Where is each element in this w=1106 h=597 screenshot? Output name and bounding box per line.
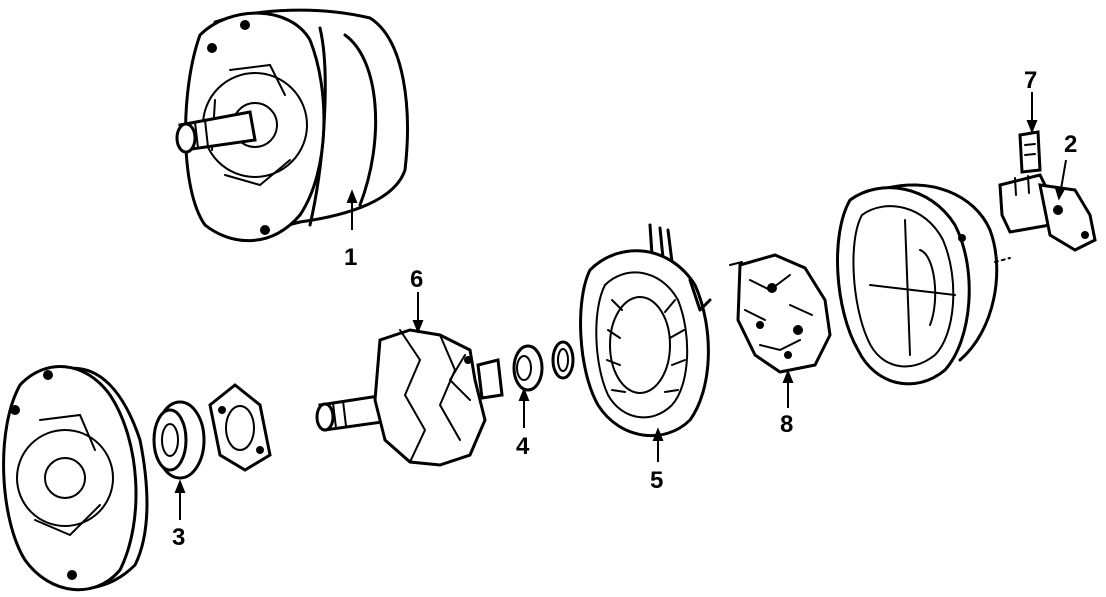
bearing-part-4: [512, 340, 575, 392]
bearing-retainer-plate: [208, 383, 272, 472]
callout-7: 7: [1024, 67, 1037, 94]
brush-holder-part-7: [1018, 130, 1042, 174]
callout-8: 8: [780, 411, 793, 438]
callout-2: 2: [1064, 131, 1077, 158]
stator-part-5: [579, 223, 712, 438]
callout-3: 3: [172, 524, 185, 551]
drive-end-housing-assembly: [175, 8, 409, 243]
callout-labels: 1 2 3 4 5 6 7 8: [172, 67, 1077, 551]
rectifier-part-8: [729, 253, 832, 374]
callout-1: 1: [344, 244, 357, 271]
slip-ring-end-housing: [2, 365, 149, 592]
callout-4: 4: [516, 433, 530, 460]
rotor-part-6: [315, 328, 504, 467]
callout-5: 5: [650, 467, 663, 494]
bearing-part-3: [152, 400, 206, 480]
voltage-regulator-part-2: [998, 173, 1097, 252]
callout-6: 6: [410, 266, 423, 293]
rear-housing: [836, 183, 1011, 386]
leader-lines: [174, 92, 1067, 520]
